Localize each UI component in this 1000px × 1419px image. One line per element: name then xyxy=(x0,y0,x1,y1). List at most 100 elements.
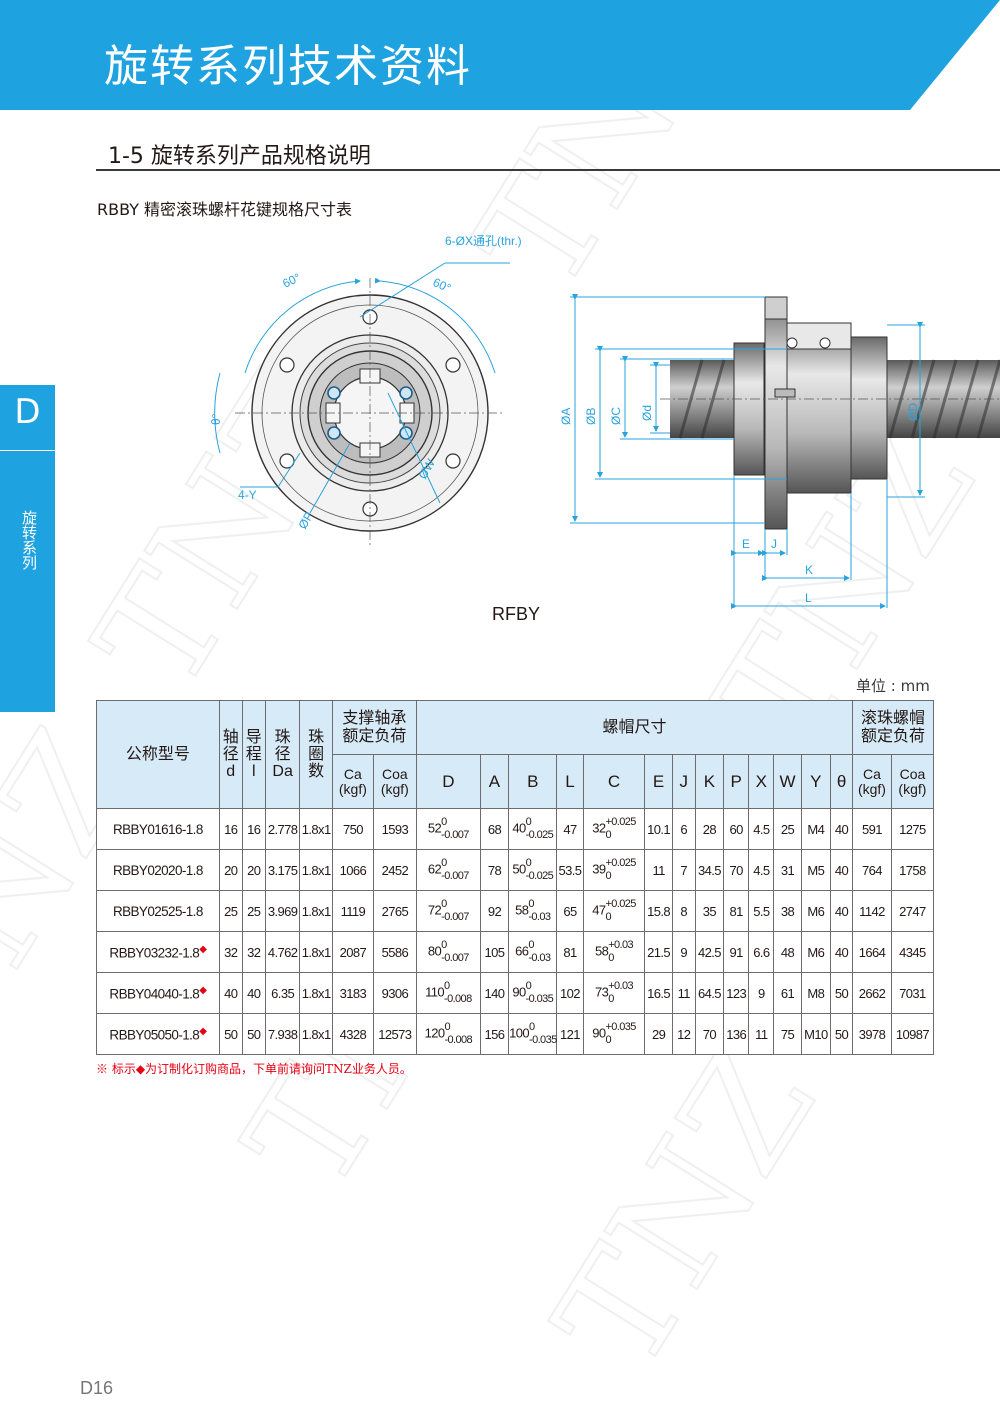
model-name: RBBY02525-1.8 xyxy=(112,903,203,919)
cell-d: 32 xyxy=(218,931,243,973)
tolerance-lower: 0 xyxy=(605,911,611,923)
cell-Da: 7.938 xyxy=(264,1013,301,1055)
cell-circ: 1.8x1 xyxy=(299,890,333,932)
tolerance-stack: 0-0.008 xyxy=(444,1021,472,1047)
cell-coa2: 10987 xyxy=(890,1013,935,1055)
tolerance-stack: 0-0.007 xyxy=(441,857,469,883)
page-title: 旋转系列技术资料 xyxy=(104,41,472,92)
cell-A: 105 xyxy=(479,931,510,973)
tolerance-lower: -0.007 xyxy=(441,829,469,841)
tolerance-base: 110 xyxy=(425,984,445,1000)
cell-ca1: 3183 xyxy=(331,972,374,1014)
cell-model: RBBY05050-1.8◆ xyxy=(96,1013,220,1055)
cell-P: 60 xyxy=(723,808,750,850)
cell-ca1: 2087 xyxy=(331,931,374,973)
rfby-technical-drawing: 6-ØX通孔(thr.) 60° 60° θ° 4-Y ØP ØW xyxy=(209,234,1000,609)
tolerance-lower: -0.007 xyxy=(441,952,469,964)
model-name: RBBY02020-1.8 xyxy=(112,862,203,878)
cell-W: 61 xyxy=(773,972,802,1014)
cell-K: 34.5 xyxy=(694,849,725,891)
drawing-caption: RFBY xyxy=(492,604,541,624)
cell-d: 20 xyxy=(218,849,243,891)
cell-l: 40 xyxy=(241,972,266,1014)
tolerance-lower: 0 xyxy=(608,952,614,964)
cell-l: 16 xyxy=(241,808,266,850)
tolerance-base: 40 xyxy=(512,820,526,836)
header-coa1: Coa(kgf) xyxy=(372,754,417,809)
cell-coa1: 12573 xyxy=(372,1013,417,1055)
tolerance-upper: +0.03 xyxy=(608,939,634,951)
cell-L: 102 xyxy=(556,972,584,1014)
tolerance-base: 47 xyxy=(592,902,606,918)
cell-Y: M6 xyxy=(800,931,832,973)
cell-A: 92 xyxy=(479,890,510,932)
tolerance-base: 58 xyxy=(594,943,609,959)
label-dd: ØD xyxy=(906,403,920,421)
cell-K: 42.5 xyxy=(694,931,725,973)
tolerance-base: 120 xyxy=(424,1025,445,1041)
tolerance-stack: 0-0.035 xyxy=(526,980,554,1006)
label-a: ØA xyxy=(559,408,573,425)
cell-A: 68 xyxy=(479,808,510,850)
watermark-text: TNZ xyxy=(523,1022,848,1399)
cell-d: 16 xyxy=(218,808,243,850)
tolerance-upper: 0 xyxy=(529,1021,535,1033)
tolerance-upper: +0.025 xyxy=(605,857,636,869)
cell-theta: 40 xyxy=(830,890,854,932)
tolerance-base: 66 xyxy=(515,943,529,959)
tolerance-base: 80 xyxy=(427,943,442,959)
cell-ca1: 1066 xyxy=(331,849,374,891)
label-angle-left: 60° xyxy=(280,270,303,290)
tolerance-upper: 0 xyxy=(441,898,447,910)
tolerance-upper: 0 xyxy=(444,1021,450,1033)
cell-A: 78 xyxy=(479,849,510,891)
section-divider xyxy=(96,169,1000,171)
header-E: E xyxy=(644,754,673,809)
tolerance-lower: 0 xyxy=(605,870,611,882)
header-ca2: Ca(kgf) xyxy=(852,754,892,809)
cell-ca2: 1142 xyxy=(852,890,892,932)
tolerance-base: 90 xyxy=(512,984,526,1000)
cell-coa1: 1593 xyxy=(372,808,417,850)
label-j: J xyxy=(771,537,777,551)
tolerance-lower: -0.035 xyxy=(529,1034,557,1046)
header-L: L xyxy=(556,754,584,809)
cell-theta: 50 xyxy=(830,972,854,1014)
cell-W: 48 xyxy=(773,931,802,973)
cell-Da: 3.175 xyxy=(264,849,301,891)
footnote: ※ 标示◆为订制化订购商品，下单前请询问TNZ业务人员。 xyxy=(96,1062,412,1076)
cell-coa1: 2452 xyxy=(372,849,417,891)
cell-K: 35 xyxy=(694,890,725,932)
tolerance-base: 100 xyxy=(509,1025,530,1041)
cell-P: 123 xyxy=(723,972,750,1014)
tolerance-lower: -0.008 xyxy=(444,993,472,1005)
cell-circ: 1.8x1 xyxy=(299,808,333,850)
front-view xyxy=(214,262,510,548)
cell-K: 64.5 xyxy=(694,972,725,1014)
header-corner-cut xyxy=(910,0,1000,110)
cell-circ: 1.8x1 xyxy=(299,972,333,1014)
cell-W: 31 xyxy=(773,849,802,891)
cell-J: 6 xyxy=(671,808,696,850)
cell-A: 140 xyxy=(479,972,510,1014)
cell-E: 15.8 xyxy=(644,890,673,932)
header-circuits: 珠圈数 xyxy=(299,700,333,809)
cell-coa2: 7031 xyxy=(890,972,935,1014)
cell-circ: 1.8x1 xyxy=(299,1013,333,1055)
side-tab-label: 旋转系列 xyxy=(20,510,38,570)
